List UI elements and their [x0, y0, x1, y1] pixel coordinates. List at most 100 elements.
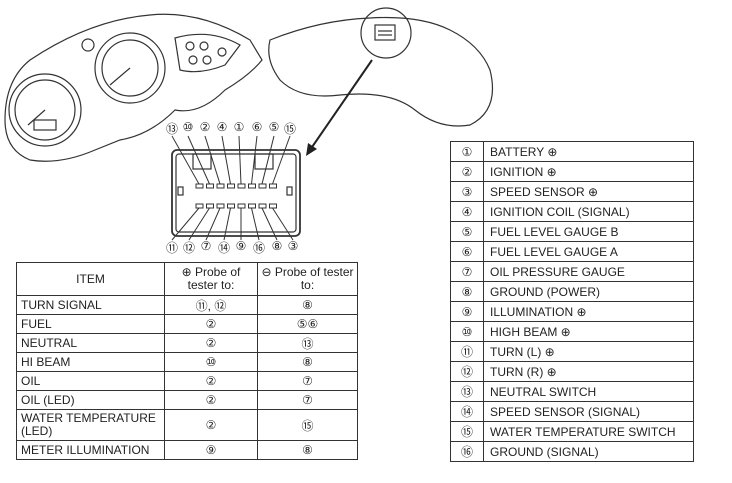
pin-label: ⑧ [271, 239, 283, 253]
pin-number-cell: ⑦ [450, 261, 484, 282]
pin-function-cell: TURN (L) ⊕ [483, 341, 694, 362]
pin-label: ⑦ [200, 239, 212, 253]
pin-number-cell: ④ [450, 201, 484, 222]
plus-probe-cell: ② [164, 314, 258, 334]
leader-line [171, 207, 200, 241]
connector-pin [216, 183, 225, 189]
pin-function-cell: SPEED SENSOR (SIGNAL) [483, 401, 694, 422]
connector-pin [248, 203, 256, 209]
instrument-cluster [4, 13, 263, 162]
plus-probe-cell: ② [164, 333, 258, 353]
pin-function-cell: WATER TEMPERATURE SWITCH [483, 421, 694, 442]
pin-label: ⑪ [165, 241, 178, 255]
pin-number-cell: ⑩ [450, 321, 484, 342]
connector-pin [206, 203, 214, 209]
header-minus-probe: ⊖ Probe of tester to: [257, 262, 358, 296]
pin-label: ⑫ [182, 241, 195, 255]
pin-label: ① [233, 120, 245, 134]
pin-function-cell: BATTERY ⊕ [483, 141, 694, 162]
connector-pin [227, 203, 235, 209]
connector-pin [195, 203, 204, 209]
pin-number-cell: ⑤ [450, 221, 484, 242]
pin-number-cell: ⑨ [450, 301, 484, 322]
pin-label: ⑬ [165, 122, 178, 136]
pin-label: ⑤ [268, 120, 280, 134]
connector-pin [216, 203, 225, 209]
item-cell: FUEL [16, 314, 165, 334]
pin-function-cell: GROUND (POWER) [483, 281, 694, 302]
plus-probe-cell: ② [164, 371, 258, 391]
pin-number-cell: ⑪ [450, 341, 484, 362]
leader-line [272, 207, 294, 241]
connector-pin [258, 183, 267, 189]
item-cell: NEUTRAL [16, 333, 165, 353]
minus-probe-cell: ⑧ [257, 295, 358, 315]
leader-line [251, 207, 260, 241]
pin-label: ⑩ [182, 120, 194, 134]
probe-table: ITEM ⊕ Probe of tester to: ⊖ Probe of te… [16, 262, 358, 460]
minus-probe-cell: ⑬ [257, 333, 358, 353]
item-cell: TURN SIGNAL [16, 295, 165, 315]
pin-number-cell: ⑭ [450, 401, 484, 422]
pin-function-cell: TURN (R) ⊕ [483, 361, 694, 382]
pin-number-cell: ② [450, 161, 484, 182]
speedometer [8, 73, 82, 147]
pin-function-cell: NEUTRAL SWITCH [483, 381, 694, 402]
indicator-panel [174, 33, 241, 73]
table-header-row: ITEM ⊕ Probe of tester to: ⊖ Probe of te… [16, 262, 358, 296]
meter-housing-rear [268, 16, 494, 127]
pin-label: ⑨ [235, 239, 247, 253]
arrow-line [309, 59, 373, 151]
minus-probe-cell: ⑧ [257, 352, 358, 372]
pin-function-cell: GROUND (SIGNAL) [483, 441, 694, 462]
minus-probe-cell: ⑧ [257, 440, 358, 460]
connector-detail-circle [360, 7, 412, 59]
connector-pin [206, 183, 214, 189]
leader-line [238, 135, 242, 185]
leader-line [171, 135, 200, 185]
pin-label: ③ [287, 239, 299, 253]
pin-number-cell: ⑯ [450, 441, 484, 462]
pin-function-cell: ILLUMINATION ⊕ [483, 301, 694, 322]
pin-label: ⑮ [283, 122, 296, 136]
connector-outline [171, 149, 301, 237]
connector-pin [258, 203, 267, 209]
item-cell: OIL (LED) [16, 390, 165, 410]
connector-pin [248, 183, 256, 189]
pin-function-cell: FUEL LEVEL GAUGE B [483, 221, 694, 242]
plus-probe-cell: ⑨ [164, 440, 258, 460]
pin-number-cell: ⑮ [450, 421, 484, 442]
pin-function-cell: SPEED SENSOR ⊕ [483, 181, 694, 202]
leader-line [272, 135, 291, 185]
leader-line [223, 207, 231, 241]
item-cell: HI BEAM [16, 352, 165, 372]
plus-probe-cell: ② [164, 390, 258, 410]
leader-line [204, 135, 221, 185]
pin-function-cell: IGNITION COIL (SIGNAL) [483, 201, 694, 222]
pin-function-cell: FUEL LEVEL GAUGE A [483, 241, 694, 262]
connector-pin [237, 183, 246, 189]
leader-line [261, 135, 275, 185]
minus-probe-cell: ⑮ [257, 409, 358, 441]
pin-label: ④ [216, 120, 228, 134]
pin-number-cell: ⑧ [450, 281, 484, 302]
plus-probe-cell: ② [164, 409, 258, 441]
pin-label: ⑯ [252, 241, 265, 255]
